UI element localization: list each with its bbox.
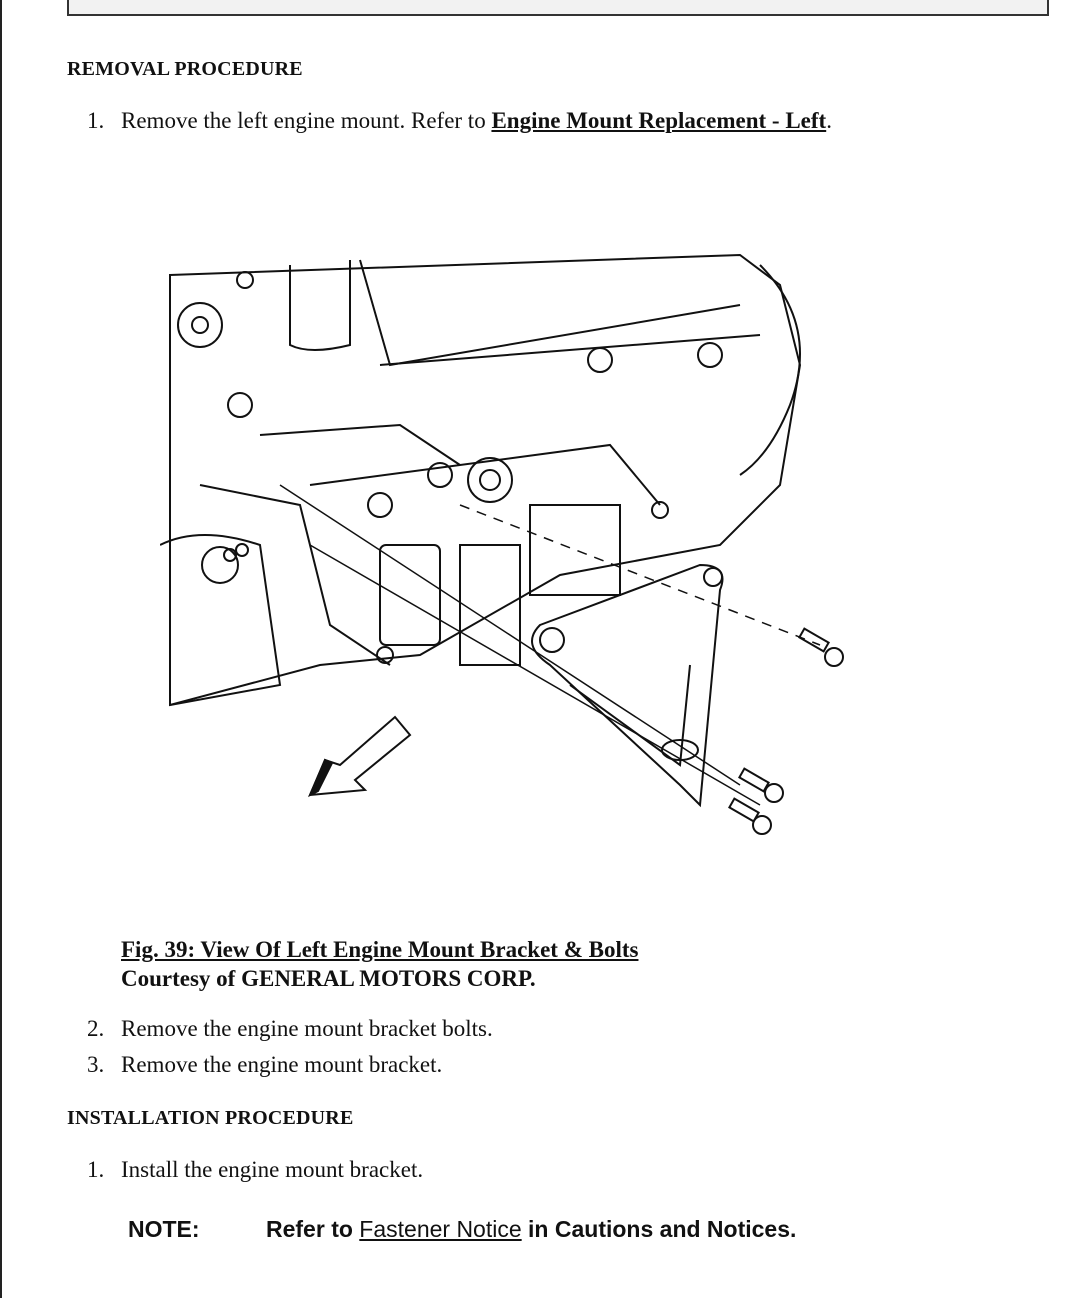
- bolt-guide-lines: [279, 484, 821, 806]
- step-number: 1.: [87, 108, 105, 133]
- fastener-notice-link[interactable]: Fastener Notice: [359, 1216, 522, 1242]
- note-text: Refer to Fastener Notice in Cautions and…: [266, 1216, 796, 1243]
- note-label: NOTE:: [128, 1216, 200, 1242]
- step-number: 1.: [87, 1157, 105, 1182]
- figure-caption: Fig. 39: View Of Left Engine Mount Brack…: [121, 935, 638, 993]
- note-prefix: Refer to: [266, 1216, 360, 1242]
- step-punct: .: [826, 108, 832, 133]
- step-text: Install the engine mount bracket.: [121, 1157, 424, 1182]
- front-direction-arrow-icon: [308, 715, 412, 798]
- bolt-icons: [728, 627, 844, 835]
- page-border: [0, 0, 2, 1298]
- note-suffix: in Cautions and Notices.: [521, 1216, 797, 1242]
- step-text: Remove the engine mount bracket.: [121, 1052, 443, 1077]
- step-text: Remove the left engine mount. Refer to: [121, 108, 492, 133]
- engine-block-illustration: [160, 253, 802, 707]
- figure-title-link[interactable]: Fig. 39: View Of Left Engine Mount Brack…: [121, 937, 639, 962]
- bracket-illustration: [531, 563, 724, 808]
- step-number: 2.: [87, 1016, 105, 1041]
- previous-table-bottom: [67, 0, 1049, 16]
- removal-heading: REMOVAL PROCEDURE: [67, 58, 303, 80]
- figure-credit: Courtesy of GENERAL MOTORS CORP.: [121, 966, 536, 991]
- installation-heading: INSTALLATION PROCEDURE: [67, 1107, 354, 1129]
- engine-mount-replacement-link[interactable]: Engine Mount Replacement - Left: [491, 108, 827, 133]
- step-number: 3.: [87, 1052, 105, 1077]
- step-text: Remove the engine mount bracket bolts.: [121, 1016, 493, 1041]
- engine-mount-figure: [160, 253, 844, 835]
